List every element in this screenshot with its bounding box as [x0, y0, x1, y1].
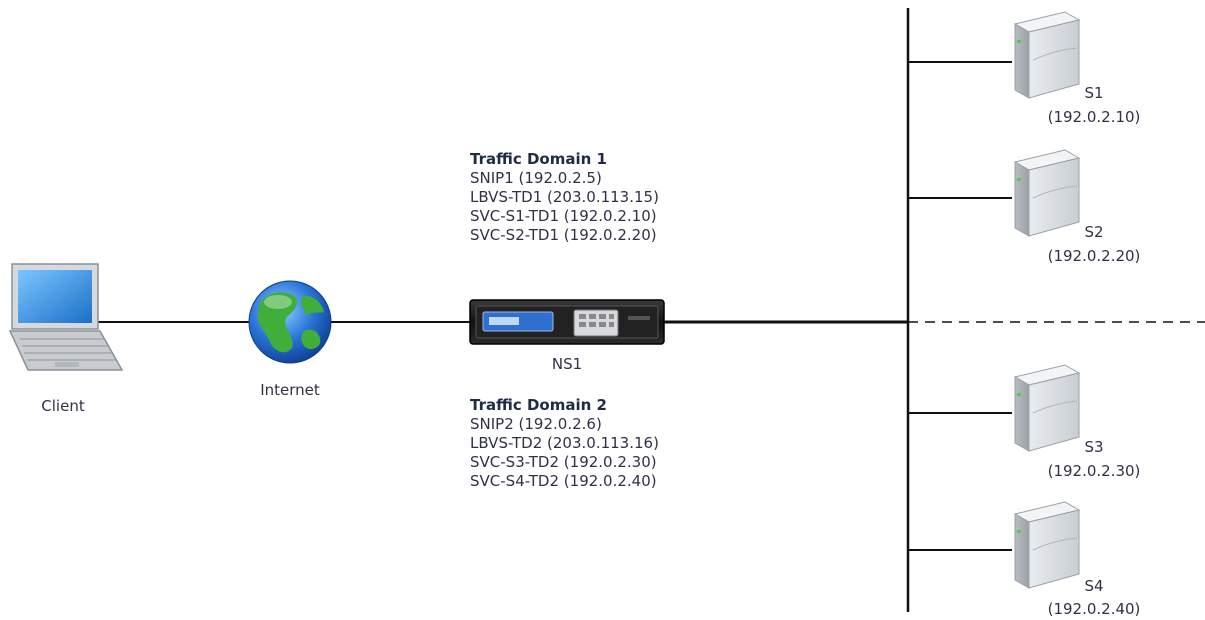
- internet-label: Internet: [260, 381, 320, 399]
- server-icon: [1013, 501, 1081, 589]
- server-icon: [1013, 11, 1081, 99]
- traffic-domain-entry: LBVS-TD1 (203.0.113.15): [470, 188, 659, 206]
- client-label: Client: [41, 397, 85, 415]
- appliance-icon: [469, 299, 665, 345]
- server-name-label: S1: [1084, 84, 1104, 102]
- globe-icon: [248, 280, 332, 364]
- server-ip-label: (192.0.2.20): [1047, 247, 1141, 265]
- server-ip-label: (192.0.2.30): [1047, 462, 1141, 480]
- server-ip-label: (192.0.2.40): [1047, 600, 1141, 618]
- traffic-domain-entry: SVC-S1-TD1 (192.0.2.10): [470, 207, 657, 225]
- appliance-label: NS1: [551, 355, 583, 373]
- traffic-domain-title: Traffic Domain 1: [470, 150, 607, 168]
- traffic-domain-1-block: Traffic Domain 1 SNIP1 (192.0.2.5) LBVS-…: [470, 150, 659, 245]
- traffic-domain-entry: SVC-S2-TD1 (192.0.2.20): [470, 226, 657, 244]
- server-icon: [1013, 149, 1081, 237]
- traffic-domain-entry: SVC-S3-TD2 (192.0.2.30): [470, 453, 657, 471]
- laptop-icon: [8, 263, 124, 371]
- server-name-label: S3: [1084, 438, 1104, 456]
- traffic-domain-entry: SNIP1 (192.0.2.5): [470, 169, 602, 187]
- traffic-domain-title: Traffic Domain 2: [470, 396, 607, 414]
- traffic-domain-2-block: Traffic Domain 2 SNIP2 (192.0.2.6) LBVS-…: [470, 396, 659, 491]
- server-icon: [1013, 364, 1081, 452]
- server-ip-label: (192.0.2.10): [1047, 108, 1141, 126]
- traffic-domain-entry: SVC-S4-TD2 (192.0.2.40): [470, 472, 657, 490]
- server-name-label: S2: [1084, 223, 1104, 241]
- server-name-label: S4: [1084, 577, 1104, 595]
- traffic-domain-entry: LBVS-TD2 (203.0.113.16): [470, 434, 659, 452]
- traffic-domain-entry: SNIP2 (192.0.2.6): [470, 415, 602, 433]
